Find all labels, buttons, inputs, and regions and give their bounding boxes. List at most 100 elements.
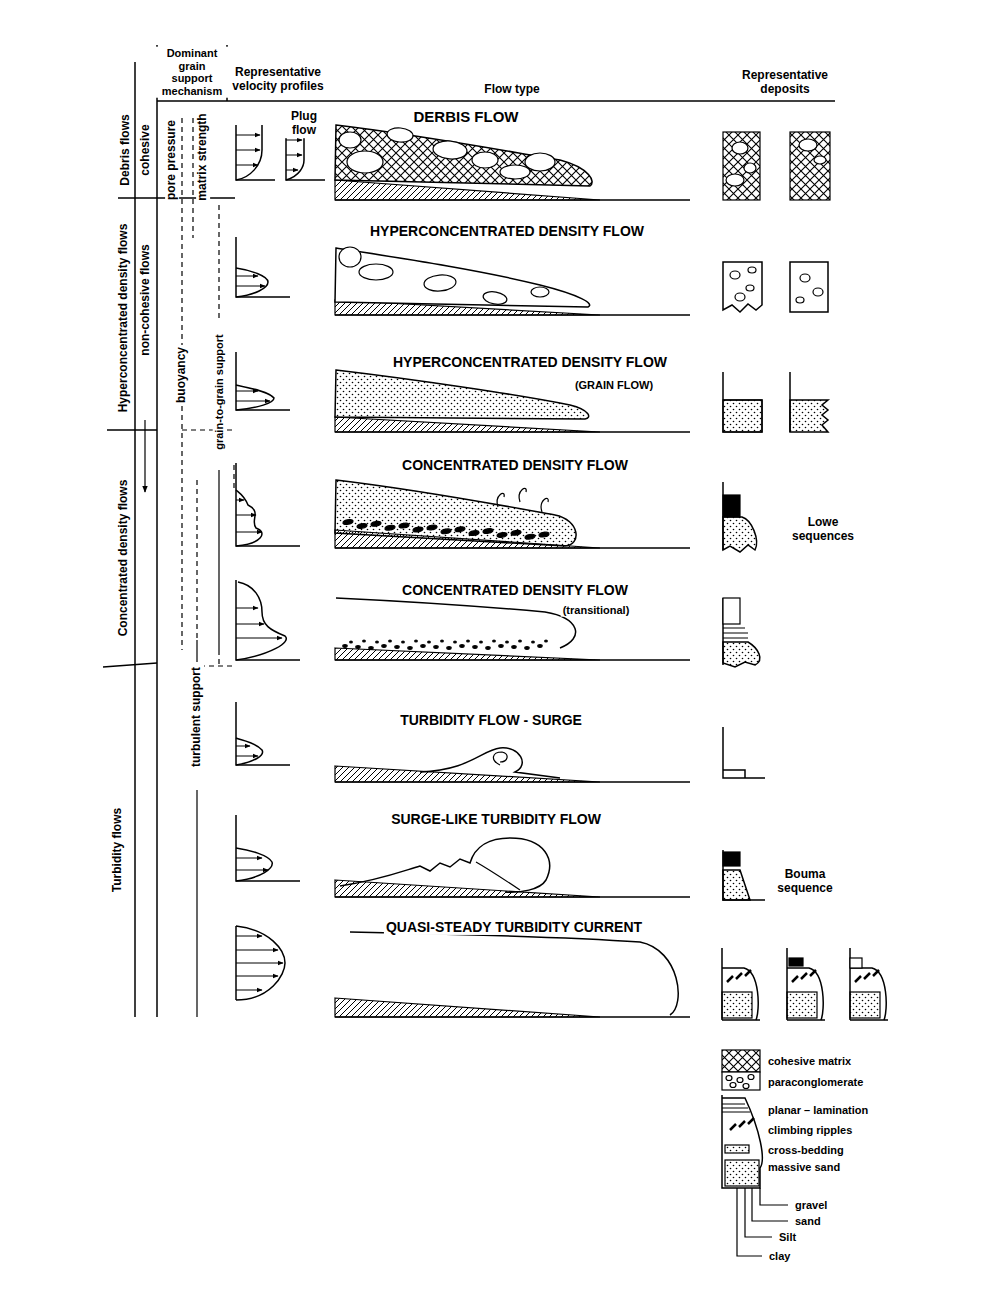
support-line: [200, 665, 232, 666]
clast: [746, 285, 754, 291]
clast: [382, 645, 386, 648]
deposit-layer: [789, 958, 803, 966]
grain-size-scale: [737, 1188, 788, 1256]
clast: [343, 519, 354, 525]
deposit-layer: [723, 132, 760, 200]
flow-title: TURBIDITY FLOW - SURGE: [398, 712, 584, 728]
clast: [743, 1084, 749, 1089]
velocity-arrow: [236, 286, 265, 287]
velocity-arrow: [236, 150, 260, 151]
sequence-name: Lowe sequences: [781, 516, 865, 544]
deposit-layer: [722, 992, 752, 1018]
deposit-layer: [723, 598, 740, 624]
turbulent-eddy: [497, 493, 504, 507]
bed-slope: [335, 648, 600, 660]
clast: [441, 528, 452, 534]
clast: [519, 640, 522, 642]
clast: [363, 640, 366, 642]
frame-line: [157, 100, 835, 102]
grain-size: gravel: [793, 1199, 829, 1212]
support-mechanism: grain-to-grain support: [213, 332, 226, 452]
velocity-arrow: [236, 515, 256, 516]
clast: [395, 646, 399, 649]
clast: [472, 152, 498, 168]
velocity-profile: [236, 490, 262, 546]
lamination: [723, 628, 748, 638]
column-header: Representative deposits: [733, 69, 837, 97]
velocity-arrow: [236, 638, 282, 639]
climbing-ripple: [864, 973, 870, 979]
clast: [486, 647, 490, 650]
clast: [493, 640, 496, 642]
clast: [385, 525, 396, 531]
climbing-ripple: [748, 1118, 754, 1124]
climbing-ripple: [745, 970, 751, 976]
clast: [428, 641, 431, 643]
column-header: Flow type: [482, 83, 541, 97]
flow-body: [335, 248, 590, 307]
clast: [376, 641, 379, 643]
bed-line: [335, 314, 690, 316]
grain-size: clay: [767, 1250, 792, 1263]
clast: [813, 288, 823, 296]
deposit-layer: [725, 1160, 759, 1186]
support-line: [233, 465, 234, 492]
clast: [497, 532, 508, 538]
clast: [339, 132, 361, 148]
deposit-log: [722, 968, 758, 1020]
bed-line: [335, 896, 690, 898]
velocity-arrow: [236, 276, 258, 277]
clast: [413, 526, 424, 532]
clast: [415, 640, 418, 642]
profile-axis: [236, 702, 290, 765]
clast: [737, 1078, 743, 1083]
bed-line: [335, 1016, 690, 1018]
deposit-layer: [722, 1050, 760, 1072]
clast: [525, 153, 555, 171]
lamination: [722, 1104, 750, 1112]
clast: [357, 523, 368, 529]
climbing-ripple: [730, 1124, 736, 1130]
frame-line: [107, 429, 157, 431]
clast: [532, 641, 535, 643]
clast: [454, 641, 457, 643]
profile-note: Plug flow: [282, 110, 326, 138]
clast: [427, 524, 438, 530]
deposit-layer: [787, 992, 817, 1018]
velocity-arrow: [236, 608, 258, 609]
support-mechanism: turbulent support: [190, 665, 204, 769]
frame-line: [134, 62, 136, 1017]
deposit-log: [723, 642, 760, 667]
clast: [482, 290, 508, 306]
clast: [732, 142, 748, 154]
profile-axis: [236, 815, 300, 881]
bed-line: [335, 781, 690, 783]
profile-axis: [236, 125, 275, 180]
velocity-arrow: [236, 135, 260, 136]
climbing-ripple: [855, 976, 861, 982]
flow-body: [336, 598, 576, 648]
legend-text: cohesive matrix: [766, 1055, 853, 1068]
velocity-arrow: [236, 500, 244, 501]
velocity-arrow: [236, 756, 258, 757]
velocity-arrow: [236, 165, 258, 166]
velocity-profile: [236, 926, 285, 1000]
clast: [744, 163, 756, 173]
clast: [473, 646, 477, 649]
velocity-profile: [236, 125, 262, 180]
legend-text: cross-bedding: [766, 1144, 846, 1157]
support-line: [196, 790, 197, 1017]
support-line: [218, 650, 219, 668]
frame-line: [103, 663, 157, 667]
support-mechanism: matrix strength: [196, 111, 210, 202]
drawing: [103, 45, 888, 1256]
support-line: [218, 205, 219, 320]
profile-axis: [236, 352, 290, 410]
deposit-log: [790, 400, 828, 432]
current-body: [350, 932, 678, 1015]
legend-column: [722, 1095, 762, 1188]
clast: [748, 1075, 754, 1080]
bed-slope: [335, 998, 600, 1017]
climbing-ripple: [736, 973, 742, 979]
velocity-profile: [236, 738, 263, 765]
